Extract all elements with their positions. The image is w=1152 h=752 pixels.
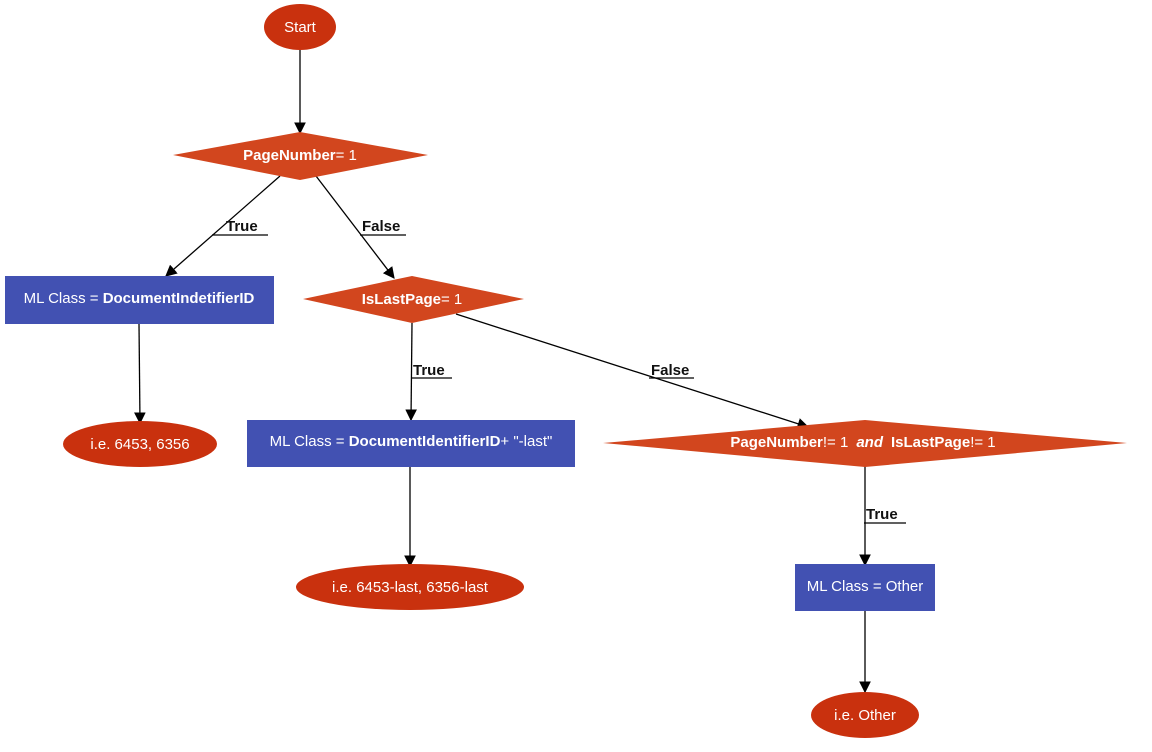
- decision-middle-page-field-1: PageNumber: [730, 434, 823, 451]
- start-node[interactable]: Start: [264, 4, 336, 50]
- example-oval-last-page[interactable]: i.e. 6453-last, 6356-last: [296, 564, 524, 610]
- decision-is-last-page-shape: [303, 276, 524, 323]
- decision-page-number-condition: = 1: [336, 147, 357, 164]
- start-label: Start: [284, 19, 317, 36]
- decision-is-last-page-field: IsLastPage: [362, 291, 441, 308]
- ml-class-box-first-page-shape: [5, 276, 274, 324]
- decision-middle-page-shape: [603, 420, 1127, 467]
- edge-label-d2-false: False: [651, 362, 689, 379]
- example-oval-other-label: i.e. Other: [834, 707, 896, 724]
- ml-class-box-last-page-shape: [247, 420, 575, 467]
- start-oval-shape: [264, 4, 336, 50]
- example-oval-first-page-shape: [63, 421, 217, 467]
- ml-class-box-other-shape: [795, 564, 935, 611]
- example-oval-last-page-label: i.e. 6453-last, 6356-last: [332, 579, 489, 596]
- edge-d1-true-to-box1: [165, 175, 281, 277]
- edge-label-d1-false: False: [362, 218, 400, 235]
- ml-class-box-first-page-label: ML Class = DocumentIndetifierID: [24, 290, 255, 307]
- decision-page-number-shape: [173, 132, 428, 180]
- example-oval-first-page[interactable]: i.e. 6453, 6356: [63, 421, 217, 467]
- edge-label-d3-true: True: [866, 506, 898, 523]
- decision-middle-page-conjunction: and: [856, 434, 884, 451]
- ml-class-suffix: + "-last": [500, 433, 552, 450]
- example-oval-other-shape: [811, 692, 919, 738]
- edges: [134, 50, 906, 694]
- decision-is-last-page[interactable]: IsLastPage= 1: [303, 276, 524, 323]
- decision-page-number-label: PageNumber= 1: [243, 147, 357, 164]
- edge-d1-false-to-d2: [315, 175, 395, 279]
- example-oval-first-page-label: i.e. 6453, 6356: [90, 436, 189, 453]
- decision-middle-page-condition-1: != 1: [823, 434, 848, 451]
- edge-d2-true-to-box2: [405, 322, 417, 422]
- edge-d2-false-to-d3: [455, 313, 810, 430]
- example-oval-last-page-shape: [296, 564, 524, 610]
- edge-box1-to-oval1: [134, 323, 146, 425]
- decision-middle-page-field-2: IsLastPage: [891, 434, 970, 451]
- ml-class-prefix: ML Class =: [270, 433, 349, 450]
- ml-class-prefix: ML Class =: [24, 290, 103, 307]
- ml-class-value: DocumentIdentifierID: [349, 433, 501, 450]
- ml-class-box-other[interactable]: ML Class = Other: [795, 564, 935, 611]
- edge-label-d1-true: True: [226, 218, 258, 235]
- ml-class-box-last-page-label: ML Class = DocumentIdentifierID+ "-last": [270, 433, 553, 450]
- edge-label-d2-true: True: [413, 362, 445, 379]
- decision-middle-page-condition-2: != 1: [970, 434, 995, 451]
- ml-class-box-other-label: ML Class = Other: [807, 578, 924, 595]
- decision-page-number-field: PageNumber: [243, 147, 336, 164]
- decision-page-number[interactable]: PageNumber= 1: [173, 132, 428, 180]
- example-oval-other[interactable]: i.e. Other: [811, 692, 919, 738]
- ml-class-box-first-page[interactable]: ML Class = DocumentIndetifierID: [5, 276, 274, 324]
- decision-is-last-page-label: IsLastPage= 1: [362, 291, 463, 308]
- decision-is-last-page-condition: = 1: [441, 291, 462, 308]
- ml-class-box-last-page[interactable]: ML Class = DocumentIdentifierID+ "-last": [247, 420, 575, 467]
- ml-class-value: DocumentIndetifierID: [103, 290, 255, 307]
